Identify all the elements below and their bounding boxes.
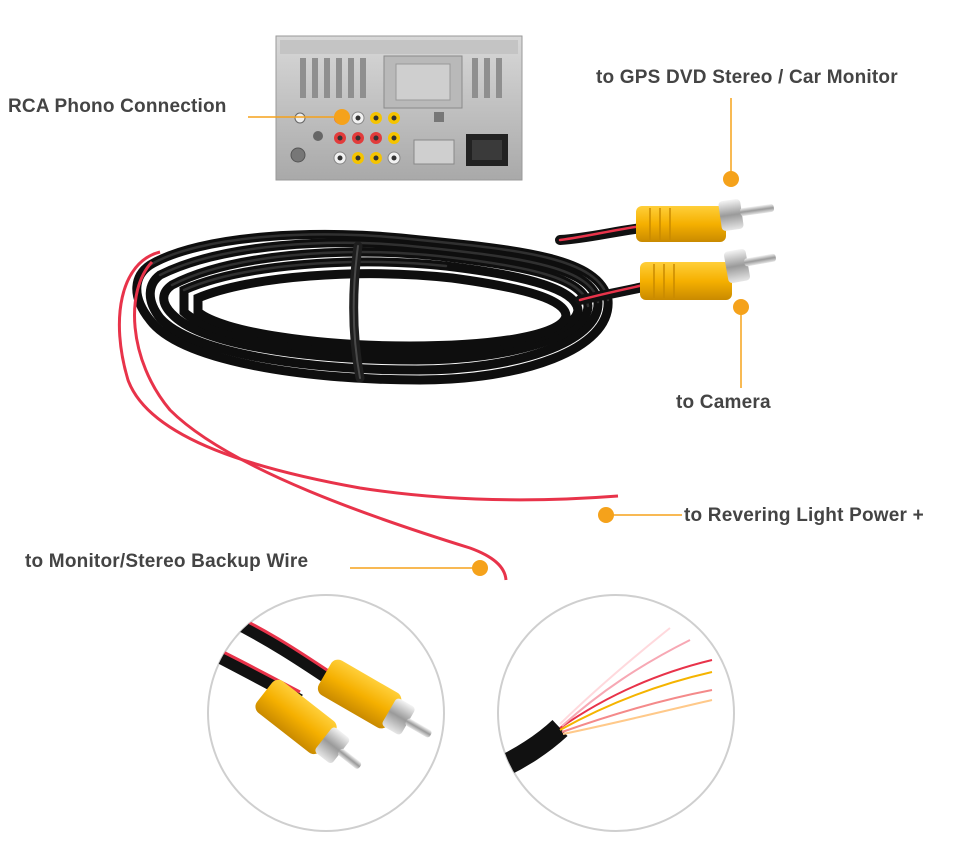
head-unit-rear-panel-icon xyxy=(275,35,523,181)
callout-backup-wire xyxy=(350,560,488,576)
wire-closeup-icon xyxy=(497,594,735,832)
callout-reversing-power xyxy=(598,507,682,523)
label-reversing-light-power: to Revering Light Power + xyxy=(684,505,924,526)
coiled-cable-icon xyxy=(132,223,653,385)
label-rca-phono-connection: RCA Phono Connection xyxy=(8,96,227,117)
rca-plug-top-icon xyxy=(636,199,775,242)
rca-plug-bottom-icon xyxy=(640,248,776,300)
plug-closeup-icon xyxy=(207,594,445,832)
label-gps-dvd-stereo: to GPS DVD Stereo / Car Monitor xyxy=(596,67,898,88)
callout-rca-phono xyxy=(248,109,350,125)
label-backup-wire: to Monitor/Stereo Backup Wire xyxy=(25,551,309,572)
callout-camera xyxy=(733,299,749,388)
red-wire-icon xyxy=(117,250,619,581)
label-to-camera: to Camera xyxy=(676,392,771,413)
callout-gps-dvd xyxy=(723,98,739,187)
